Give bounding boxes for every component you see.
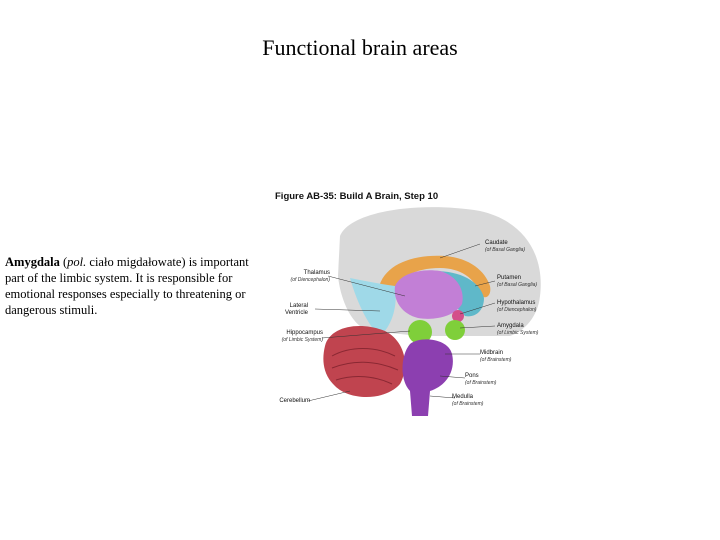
label-midbrain-sub: (of Brainstem) [480,357,512,363]
cerebellum-folds [331,348,399,385]
term-amygdala: Amygdala [5,255,60,269]
label-pons: Pons (of Brainstem) [465,373,496,386]
label-thalamus: Thalamus (of Diencephalon) [270,270,330,283]
label-amygdala: Amygdala (of Limbic System) [497,323,538,336]
label-midbrain: Midbrain (of Brainstem) [480,350,511,363]
leader-lines [307,243,496,402]
ventricle-shape [350,278,396,336]
label-hypothalamus: Hypothalamus (of Diencephalon) [497,300,536,313]
hippocampus-shape [408,320,432,344]
label-medulla: Medulla (of Brainstem) [452,394,483,407]
label-lateral-ventricle: Lateral Ventricle [270,303,308,317]
label-lateral-text: Lateral [289,303,308,309]
description-paragraph: Amygdala (pol. ciało migdałowate) is imp… [5,254,270,318]
label-cerebellum-text: Cerebellum [279,398,310,404]
label-hypothalamus-sub: (of Diencephalon) [497,307,537,313]
label-putamen-sub: (of Basal Ganglia) [497,282,538,288]
label-pons-sub: (of Brainstem) [465,380,497,386]
label-putamen-text: Putamen [497,275,522,281]
lang-abbr: pol. [67,255,87,269]
label-thalamus-text: Thalamus [303,270,330,276]
polish-name: ciało migdałowate) [86,255,186,269]
label-hippocampus: Hippocampus (of Limbic System) [270,330,323,343]
brainstem-shape [402,339,453,416]
brain-figure [270,186,550,426]
label-caudate-text: Caudate [485,240,508,246]
slide-title: Functional brain areas [262,35,458,60]
label-hippocampus-text: Hippocampus [286,330,323,336]
label-caudate: Caudate (of Basal Ganglia) [485,240,525,253]
label-thalamus-sub: (of Diencephalon) [290,277,330,283]
label-caudate-sub: (of Basal Ganglia) [485,247,526,253]
thalamus-shape [394,270,463,319]
figure-title: Figure AB-35: Build A Brain, Step 10 [275,191,439,202]
cerebellum-shape [323,326,405,398]
label-pons-text: Pons [465,373,479,379]
label-hypothalamus-text: Hypothalamus [497,300,536,306]
label-medulla-text: Medulla [452,394,474,400]
label-amygdala-sub: (of Limbic System) [497,330,539,336]
open-paren: ( [59,255,68,269]
label-amygdala-text: Amygdala [497,323,524,329]
caudate-shape [378,255,491,298]
hypothalamus-shape [452,310,464,322]
label-medulla-sub: (of Brainstem) [452,401,484,407]
label-hippocampus-sub: (of Limbic System) [281,337,323,343]
label-putamen: Putamen (of Basal Ganglia) [497,275,537,288]
label-ventricle-text: Ventricle [284,310,308,316]
brain-illustration [307,207,541,416]
description-text: is important part of the limbic system. … [5,255,249,317]
label-cerebellum: Cerebellum [270,398,310,405]
amygdala-shape [445,320,465,340]
label-midbrain-text: Midbrain [480,350,504,356]
